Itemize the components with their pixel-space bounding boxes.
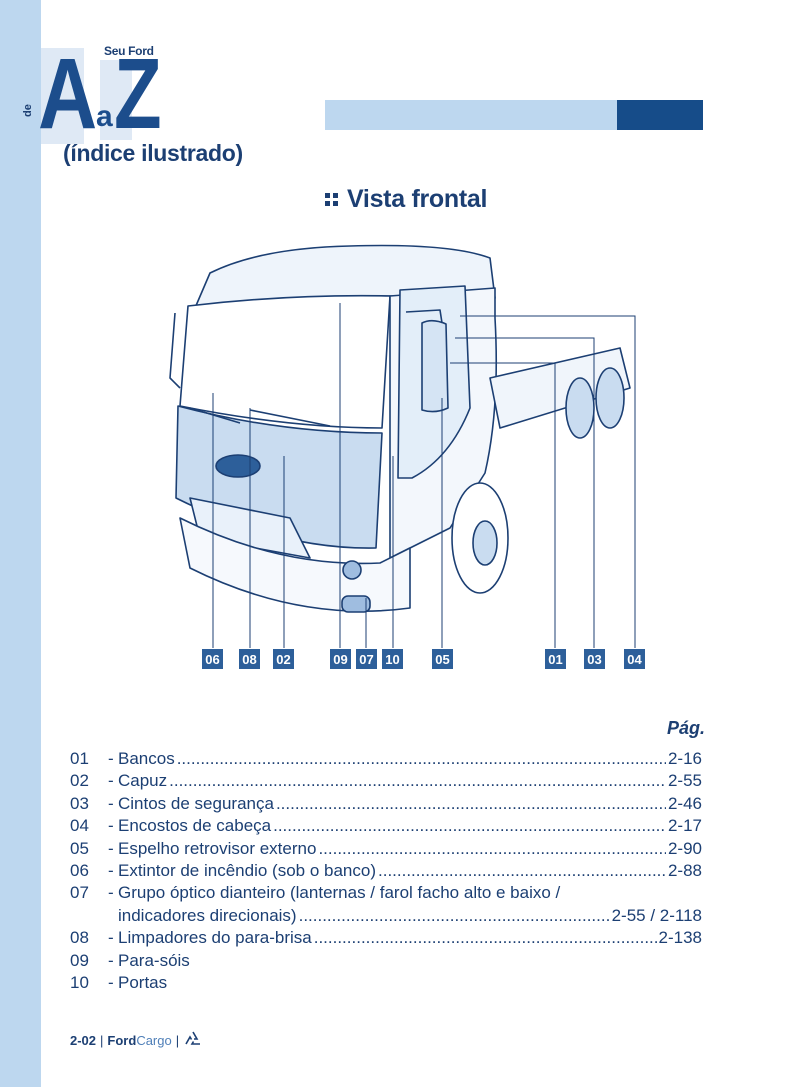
list-item: 01- Bancos 2-16	[70, 748, 702, 770]
item-page: 2-16	[667, 749, 702, 768]
list-item: 02- Capuz 2-55	[70, 770, 702, 792]
list-item-continued: indicadores direcionais) 2-55 / 2-118	[70, 905, 702, 927]
footer-separator: |	[175, 1032, 180, 1048]
truck-illustration	[169, 244, 636, 648]
logo-connector: a	[96, 100, 113, 133]
item-label: Encostos de cabeça	[118, 816, 272, 836]
item-label-continued: indicadores direcionais)	[118, 905, 297, 925]
item-number: 04	[70, 816, 89, 836]
dot-leader	[378, 860, 666, 882]
list-item: 06- Extintor de incêndio (sob o banco) 2…	[70, 860, 702, 882]
dot-leader	[314, 927, 657, 949]
callout-01: 01	[545, 649, 566, 669]
list-item: 07- Grupo óptico dianteiro (lanternas / …	[70, 882, 702, 904]
index-list: 01- Bancos 2-16 02- Capuz 2-55 03- Cinto…	[70, 748, 702, 994]
page-footer: 2-02 | FordCargo |	[70, 1030, 203, 1050]
dots-icon	[325, 192, 339, 207]
footer-separator: |	[100, 1032, 104, 1048]
header-bar	[325, 100, 617, 130]
dot-leader	[276, 793, 666, 815]
item-label: Espelho retrovisor externo	[118, 838, 317, 858]
callout-09: 09	[330, 649, 351, 669]
list-item: 09- Para-sóis	[70, 950, 702, 972]
item-page: 2-46	[667, 793, 702, 813]
section-title-text: Vista frontal	[347, 185, 488, 213]
item-number: 07	[70, 883, 89, 903]
item-label: Extintor de incêndio (sob o banco)	[118, 861, 376, 881]
list-item: 03- Cintos de segurança 2-46	[70, 793, 702, 815]
callout-07: 07	[356, 649, 377, 669]
dot-leader	[273, 815, 666, 837]
item-label: Limpadores do para-brisa	[118, 928, 312, 948]
item-number: 05	[70, 838, 89, 858]
item-label: Bancos	[118, 749, 175, 768]
item-page: 2-90	[667, 838, 702, 858]
item-number: 10	[70, 973, 89, 993]
callout-04: 04	[624, 649, 645, 669]
dot-leader	[169, 770, 666, 792]
side-strip	[0, 0, 41, 1087]
callout-06: 06	[202, 649, 223, 669]
list-item: 05- Espelho retrovisor externo 2-90	[70, 838, 702, 860]
item-page: 2-88	[667, 861, 702, 881]
callout-03: 03	[584, 649, 605, 669]
callout-02: 02	[273, 649, 294, 669]
item-number: 09	[70, 950, 89, 970]
item-number: 08	[70, 928, 89, 948]
footer-brand: FordCargo	[107, 1033, 171, 1048]
page-subtitle: (índice ilustrado)	[63, 140, 243, 166]
logo-background	[100, 60, 132, 140]
item-label: Para-sóis	[118, 950, 190, 970]
callout-08: 08	[239, 649, 260, 669]
section-title: Vista frontal	[325, 185, 487, 214]
callout-10: 10	[382, 649, 403, 669]
logo-background	[41, 48, 84, 144]
footer-brand-light: Cargo	[136, 1032, 172, 1048]
logo-prefix: de	[22, 104, 34, 117]
logo-letter-a: A	[38, 38, 97, 150]
logo-letter-z: Z	[114, 38, 162, 150]
item-page: 2-17	[667, 816, 702, 836]
page-number: 2-02	[70, 1032, 97, 1048]
dot-leader	[318, 838, 666, 860]
item-page: 2-55 / 2-118	[611, 905, 702, 925]
callout-05: 05	[432, 649, 453, 669]
item-page: 2-138	[658, 928, 702, 948]
dot-leader	[299, 905, 610, 927]
item-label: Cintos de segurança	[118, 793, 274, 813]
list-item: 10- Portas	[70, 972, 702, 994]
item-number: 02	[70, 771, 89, 791]
recycle-icon	[183, 1030, 203, 1050]
list-item: 08- Limpadores do para-brisa 2-138	[70, 927, 702, 949]
item-number: 06	[70, 861, 89, 881]
list-item: 04- Encostos de cabeça 2-17	[70, 815, 702, 837]
item-number: 01	[70, 749, 89, 768]
item-page: 2-55	[667, 771, 702, 791]
item-number: 03	[70, 793, 89, 813]
truck-diagram: 06 08 02 09 07 10 05 01 03 04	[150, 228, 710, 678]
dot-leader	[177, 748, 666, 770]
logo-brand: Seu Ford	[104, 44, 154, 58]
item-label: Grupo óptico dianteiro (lanternas / faro…	[118, 883, 561, 903]
item-label: Portas	[118, 973, 168, 993]
item-label: Capuz	[118, 771, 168, 791]
header-bar-accent	[617, 100, 703, 130]
page-column-header: Pág.	[667, 718, 706, 738]
footer-brand-bold: Ford	[107, 1032, 137, 1048]
